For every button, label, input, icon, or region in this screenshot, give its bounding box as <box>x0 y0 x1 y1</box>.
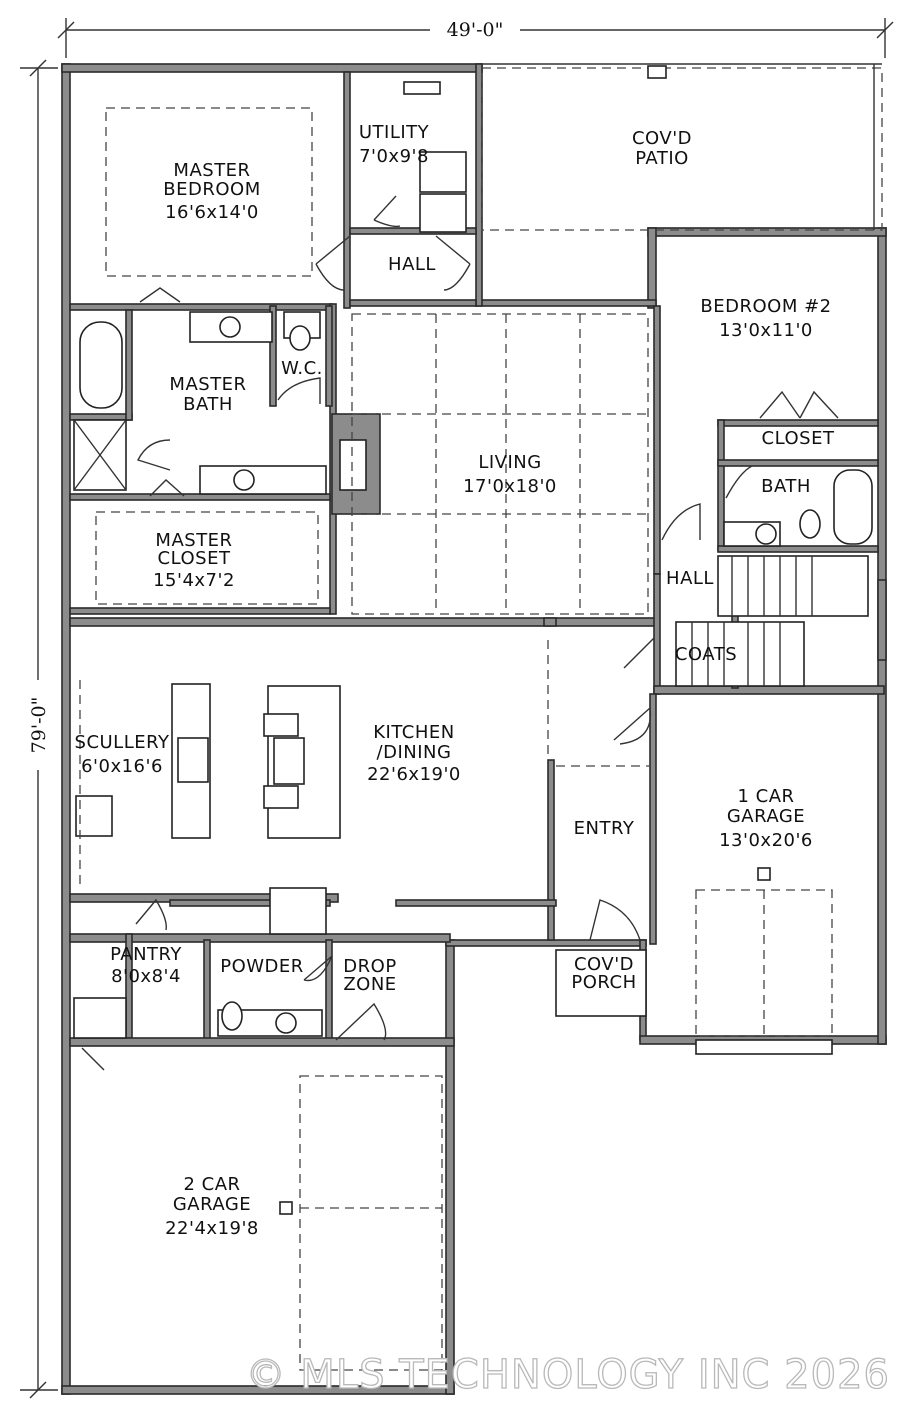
master-bath-name-2: BATH <box>183 394 233 415</box>
hall-right-name: HALL <box>666 568 714 589</box>
door-swings <box>81 195 839 1071</box>
master-bedroom-name-1: MASTER <box>173 160 250 181</box>
closet-name: CLOSET <box>762 428 835 449</box>
fixtures <box>73 81 873 1371</box>
patio-name-2: PATIO <box>635 148 689 169</box>
master-closet-name-1: MASTER <box>155 530 232 551</box>
depth-label: 79'-0" <box>28 697 50 754</box>
entry-name: ENTRY <box>574 818 635 839</box>
kitchen-name-1: KITCHEN <box>373 722 455 743</box>
patio-name-1: COV'D <box>632 128 692 149</box>
master-bedroom-size: 16'6x14'0 <box>165 202 259 223</box>
scullery-name: SCULLERY <box>75 732 170 753</box>
master-bath-name-1: MASTER <box>169 374 246 395</box>
kitchen-size: 22'6x19'0 <box>367 764 461 785</box>
porch-name-2: PORCH <box>571 972 636 993</box>
wc-name: W.C. <box>281 358 323 379</box>
coats-name: COATS <box>675 644 737 665</box>
bath-name: BATH <box>761 476 811 497</box>
garage2-name-2: GARAGE <box>173 1194 251 1215</box>
garage1-name-1: 1 CAR <box>737 786 794 807</box>
utility-name: UTILITY <box>359 122 430 143</box>
room-labels: MASTER BEDROOM 16'6x14'0 UTILITY 7'0x9'8… <box>75 122 835 1239</box>
pantry-name: PANTRY <box>110 944 182 965</box>
pantry-size: 8'0x8'4 <box>111 966 181 987</box>
powder-name: POWDER <box>220 956 304 977</box>
stairs <box>675 555 869 687</box>
hall-top-name: HALL <box>388 254 436 275</box>
watermark: © MLS TECHNOLOGY INC 2026 <box>246 1352 890 1398</box>
porch-name-1: COV'D <box>574 954 634 975</box>
garage1-name-2: GARAGE <box>727 806 805 827</box>
living-size: 17'0x18'0 <box>463 476 557 497</box>
master-closet-name-2: CLOSET <box>158 548 231 569</box>
bedroom2-name: BEDROOM #2 <box>700 296 831 317</box>
utility-size: 7'0x9'8 <box>359 146 429 167</box>
depth-dimension: 79'-0" <box>20 59 58 1399</box>
drop-zone-name-1: DROP <box>343 956 396 977</box>
kitchen-name-2: /DINING <box>377 742 452 763</box>
garage1-size: 13'0x20'6 <box>719 830 813 851</box>
scullery-size: 6'0x16'6 <box>81 756 163 777</box>
master-closet-size: 15'4x7'2 <box>153 570 235 591</box>
master-bedroom-name-2: BEDROOM <box>163 179 260 200</box>
garage2-name-1: 2 CAR <box>183 1174 240 1195</box>
bedroom2-size: 13'0x11'0 <box>719 320 813 341</box>
interior-walls <box>69 71 887 1047</box>
living-name: LIVING <box>478 452 541 473</box>
drop-zone-name-2: ZONE <box>343 974 396 995</box>
width-dimension: 49'-0" <box>57 16 894 58</box>
garage2-size: 22'4x19'8 <box>165 1218 259 1239</box>
width-label: 49'-0" <box>447 19 504 41</box>
